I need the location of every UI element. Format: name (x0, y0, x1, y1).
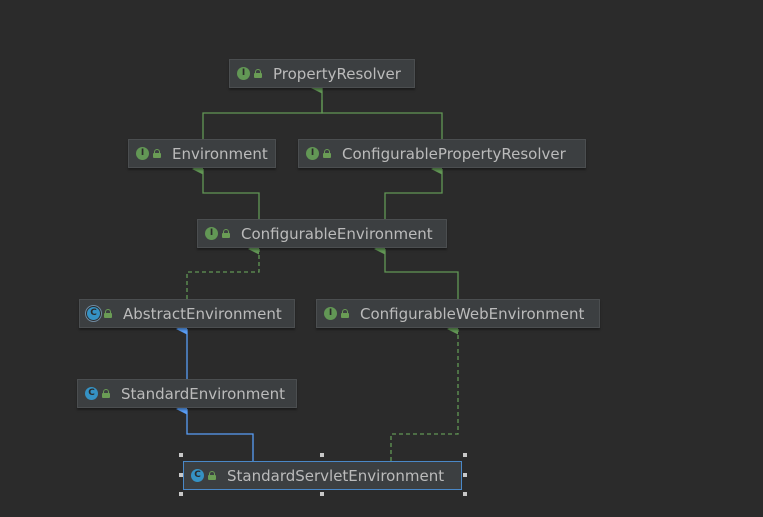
resize-handle-top-left[interactable] (179, 453, 183, 457)
resize-handle-top-right[interactable] (463, 453, 467, 457)
node-configurable-environment[interactable]: I ConfigurableEnvironment (197, 219, 447, 248)
edge-environment-to-property-resolver (202, 100, 323, 140)
resize-handle-bottom-center[interactable] (320, 492, 324, 496)
resize-handle-middle-left[interactable] (179, 473, 183, 477)
node-label: ConfigurablePropertyResolver (342, 144, 566, 163)
interface-icon: I (306, 147, 319, 160)
edge-configurable-environment-to-configurable-property-resolver (384, 163, 443, 220)
node-abstract-environment[interactable]: C AbstractEnvironment (79, 299, 295, 328)
interface-icon: I (237, 67, 250, 80)
public-lock-icon (104, 309, 112, 318)
resize-handle-bottom-right[interactable] (463, 492, 467, 496)
edge-configurable-environment-to-environment (192, 163, 260, 220)
edge-configurable-property-resolver-to-property-resolver (311, 82, 443, 140)
node-label: PropertyResolver (273, 64, 401, 83)
resize-handle-bottom-left[interactable] (179, 492, 183, 496)
edge-abstract-environment-implements-configurable-environment (186, 243, 260, 299)
resize-handle-middle-right[interactable] (463, 473, 467, 477)
node-label: AbstractEnvironment (123, 304, 282, 323)
class-icon: C (191, 469, 204, 482)
public-lock-icon (254, 69, 262, 78)
edge-standard-servlet-environment-extends-standard-environment (176, 403, 254, 461)
node-label: Environment (172, 144, 268, 163)
public-lock-icon (153, 149, 161, 158)
node-label: StandardEnvironment (121, 384, 286, 403)
edge-standard-servlet-environment-implements-configurable-web-environment (390, 323, 459, 461)
interface-icon: I (324, 307, 337, 320)
node-label: StandardServletEnvironment (227, 466, 445, 485)
public-lock-icon (341, 309, 349, 318)
node-label: ConfigurableWebEnvironment (360, 304, 585, 323)
resize-handle-top-center[interactable] (320, 453, 324, 457)
interface-icon: I (205, 227, 218, 240)
interface-icon: I (136, 147, 149, 160)
class-icon: C (85, 387, 98, 400)
node-label: ConfigurableEnvironment (241, 224, 433, 243)
edge-configurable-web-environment-to-configurable-environment (374, 243, 459, 299)
node-configurable-property-resolver[interactable]: I ConfigurablePropertyResolver (298, 139, 586, 168)
node-environment[interactable]: I Environment (128, 139, 276, 168)
public-lock-icon (222, 229, 230, 238)
public-lock-icon (323, 149, 331, 158)
node-configurable-web-environment[interactable]: I ConfigurableWebEnvironment (316, 299, 600, 328)
public-lock-icon (208, 471, 216, 480)
node-standard-servlet-environment[interactable]: C StandardServletEnvironment (183, 461, 462, 490)
public-lock-icon (102, 389, 110, 398)
node-standard-environment[interactable]: C StandardEnvironment (77, 379, 297, 408)
node-property-resolver[interactable]: I PropertyResolver (229, 59, 415, 88)
abstract-class-icon: C (87, 307, 100, 320)
